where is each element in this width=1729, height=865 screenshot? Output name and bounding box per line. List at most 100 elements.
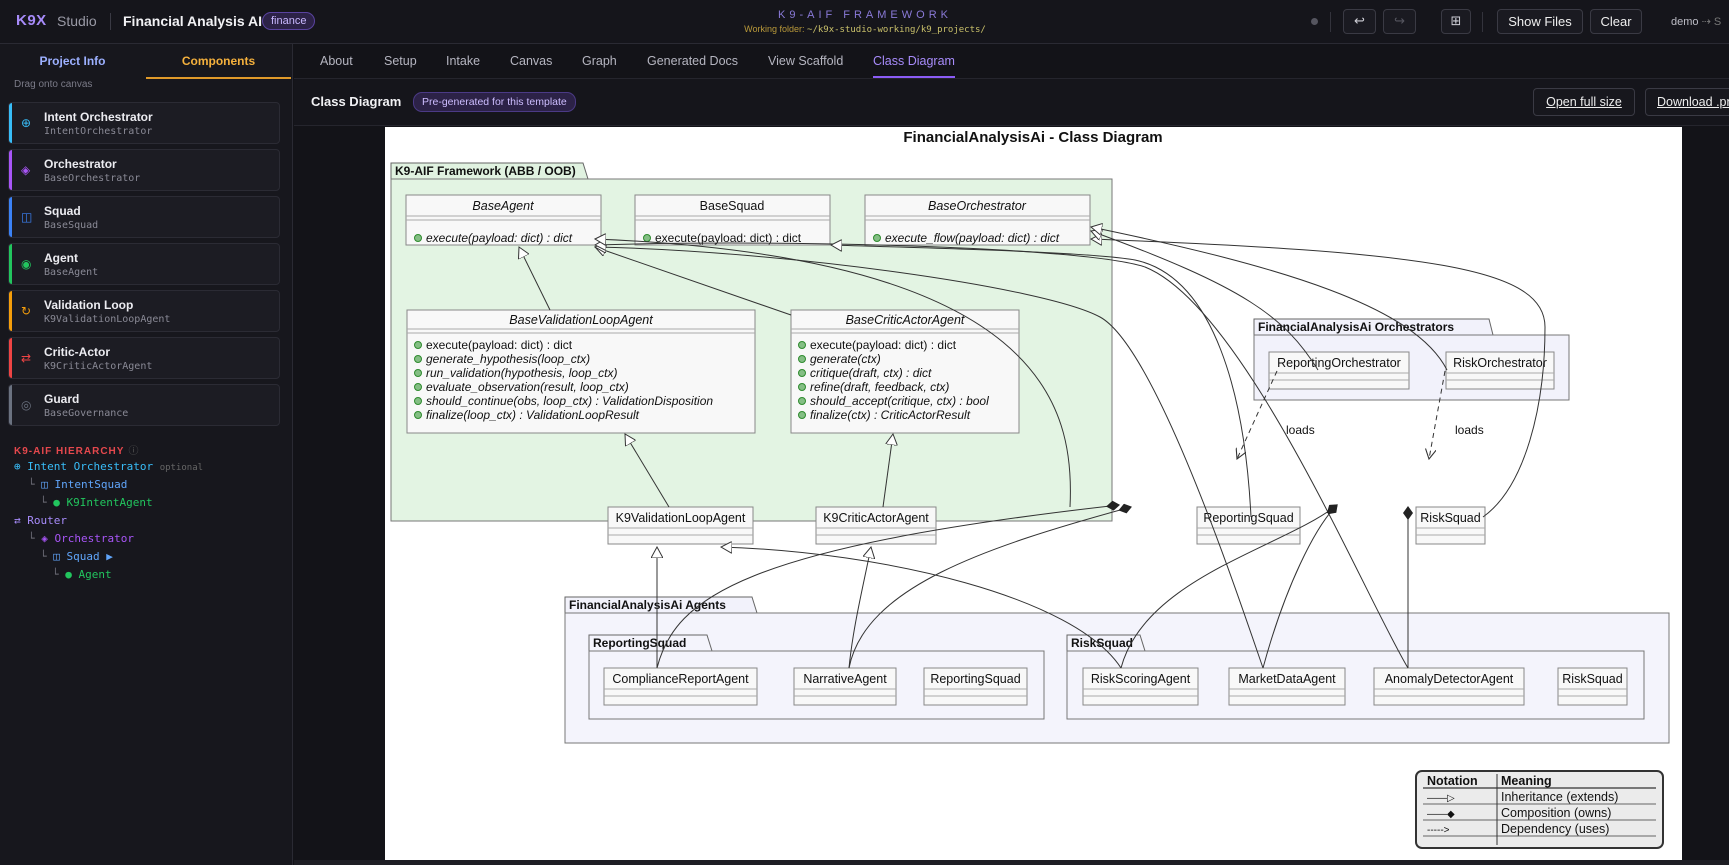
tab-intake[interactable]: Intake (446, 54, 481, 68)
class-k9-validation[interactable]: K9ValidationLoopAgent (607, 506, 754, 545)
tab-generated-docs[interactable]: Generated Docs (647, 54, 739, 68)
class-risk-orch[interactable]: RiskOrchestrator (1445, 351, 1555, 390)
component-name: Agent (44, 251, 78, 265)
class-name: RiskOrchestrator (1453, 356, 1547, 370)
edge-inherit (595, 239, 1071, 508)
class-diagram-canvas[interactable]: FinancialAnalysisAi - Class Diagram K9-A… (385, 127, 1682, 860)
component-name: Intent Orchestrator (44, 110, 153, 124)
method-execute: execute(payload: dict) : dict (426, 231, 573, 245)
working-folder-label: Working folder: (744, 24, 805, 34)
method: execute(payload: dict) : dict (426, 338, 573, 352)
class-anomaly[interactable]: AnomalyDetectorAgent (1373, 667, 1525, 706)
legend-head-notation: Notation (1427, 774, 1478, 788)
tab-class-diagram[interactable]: Class Diagram (873, 44, 955, 78)
method: generate_hypothesis(loop_ctx) (426, 352, 590, 366)
edge-loads (1237, 370, 1278, 459)
tab-setup[interactable]: Setup (384, 54, 417, 68)
method-visibility-icon (798, 355, 806, 363)
class-risk-squad-inner[interactable]: RiskSquad (1557, 667, 1628, 706)
class-base-critic-actor-agent[interactable]: BaseCriticActorAgent execute(payload: di… (790, 309, 1020, 434)
hierarchy-item[interactable]: ⊕ Intent Orchestrator optional (14, 460, 203, 473)
method-execute-flow: execute_flow(payload: dict) : dict (885, 231, 1060, 245)
class-name: AnomalyDetectorAgent (1385, 672, 1514, 686)
hierarchy-label: Squad ▶ (66, 550, 113, 563)
download-png-button[interactable]: Download .png (1645, 88, 1729, 116)
tab-view-scaffold[interactable]: View Scaffold (768, 54, 844, 68)
edge-compose (1120, 504, 1338, 669)
class-base-squad[interactable]: BaseSquad execute(payload: dict) : dict (634, 194, 831, 246)
working-folder: Working folder: ~/k9x-studio-working/k9_… (650, 24, 1080, 35)
component-name: Guard (44, 392, 80, 406)
hierarchy-item[interactable]: └ ● Agent (52, 568, 112, 581)
method-visibility-icon (798, 397, 806, 405)
show-files-button[interactable]: Show Files (1497, 9, 1583, 34)
clear-button[interactable]: Clear (1590, 9, 1642, 34)
class-base-agent[interactable]: BaseAgent execute(payload: dict) : dict (405, 194, 602, 246)
class-name: BaseAgent (472, 199, 534, 213)
undo-icon: ↩ (1354, 13, 1365, 28)
open-full-size-button[interactable]: Open full size (1533, 88, 1635, 116)
method-visibility-icon (798, 341, 806, 349)
hierarchy-icon: ◈ (41, 532, 48, 545)
hierarchy-item[interactable]: ⇄ Router (14, 514, 67, 527)
method: evaluate_observation(result, loop_ctx) (426, 380, 629, 394)
app-logo[interactable]: K9X (16, 12, 47, 29)
user-menu[interactable]: demo ⇢ S (1671, 15, 1721, 28)
legend-head-meaning: Meaning (1501, 774, 1552, 788)
method: finalize(ctx) : CriticActorResult (810, 408, 971, 422)
class-base-orchestrator[interactable]: BaseOrchestrator execute_flow(payload: d… (864, 194, 1091, 246)
class-market-data[interactable]: MarketDataAgent (1228, 667, 1346, 706)
redo-icon: ↪ (1394, 13, 1405, 28)
undo-button[interactable]: ↩ (1343, 9, 1376, 34)
grid-button[interactable]: ⊞ (1441, 9, 1471, 34)
method: critique(draft, ctx) : dict (810, 366, 932, 380)
tree-connector: └ (40, 496, 47, 509)
legend-composition: Composition (owns) (1501, 806, 1611, 820)
tab-graph[interactable]: Graph (582, 54, 617, 68)
component-class: BaseOrchestrator (44, 173, 141, 184)
class-base-validation-loop-agent[interactable]: BaseValidationLoopAgent execute(payload:… (406, 309, 756, 434)
tab-project-info[interactable]: Project Info (39, 54, 106, 68)
class-name: RiskScoringAgent (1091, 672, 1191, 686)
tab-about[interactable]: About (320, 54, 353, 68)
edge-compose (656, 500, 1120, 669)
hierarchy-item[interactable]: └ ◈ Orchestrator (28, 532, 134, 545)
tab-canvas[interactable]: Canvas (510, 54, 553, 68)
method-visibility-icon (798, 383, 806, 391)
info-icon[interactable]: ⓘ (128, 446, 140, 457)
edge-inherit (519, 247, 551, 311)
method: finalize(loop_ctx) : ValidationLoopResul… (426, 408, 640, 422)
component-class: BaseAgent (44, 267, 99, 278)
drag-hint: Drag onto canvas (14, 79, 93, 90)
footer-scroll[interactable] (294, 860, 1729, 865)
method: run_validation(hypothesis, loop_ctx) (426, 366, 617, 380)
method: generate(ctx) (810, 352, 881, 366)
edge-inherit (595, 247, 792, 316)
class-reporting-squad-inner[interactable]: ReportingSquad (923, 667, 1028, 706)
redo-button[interactable]: ↪ (1383, 9, 1416, 34)
class-risk-squad[interactable]: RiskSquad (1415, 506, 1486, 545)
edge-inherit (1091, 227, 1448, 371)
class-reporting-orch[interactable]: ReportingOrchestrator (1268, 351, 1410, 390)
class-reporting-squad[interactable]: ReportingSquad (1196, 506, 1301, 545)
hierarchy-item[interactable]: └ ◫ IntentSquad (28, 478, 127, 491)
legend-sym-compose: ——◆ (1427, 809, 1455, 820)
class-narrative[interactable]: NarrativeAgent (793, 667, 897, 706)
class-compliance[interactable]: ComplianceReportAgent (603, 667, 758, 706)
package-agents-label: FinancialAnalysisAi Agents (569, 598, 726, 612)
method-visibility-icon (414, 397, 422, 405)
class-risk-scoring[interactable]: RiskScoringAgent (1082, 667, 1199, 706)
component-class: K9CriticActorAgent (44, 361, 153, 372)
tab-components[interactable]: Components (146, 44, 291, 79)
tree-connector: └ (40, 550, 47, 563)
class-k9-critic[interactable]: K9CriticActorAgent (815, 506, 937, 545)
hierarchy-item[interactable]: └ ● K9IntentAgent (40, 496, 153, 509)
hierarchy-item[interactable]: └ ◫ Squad ▶ (40, 550, 113, 563)
